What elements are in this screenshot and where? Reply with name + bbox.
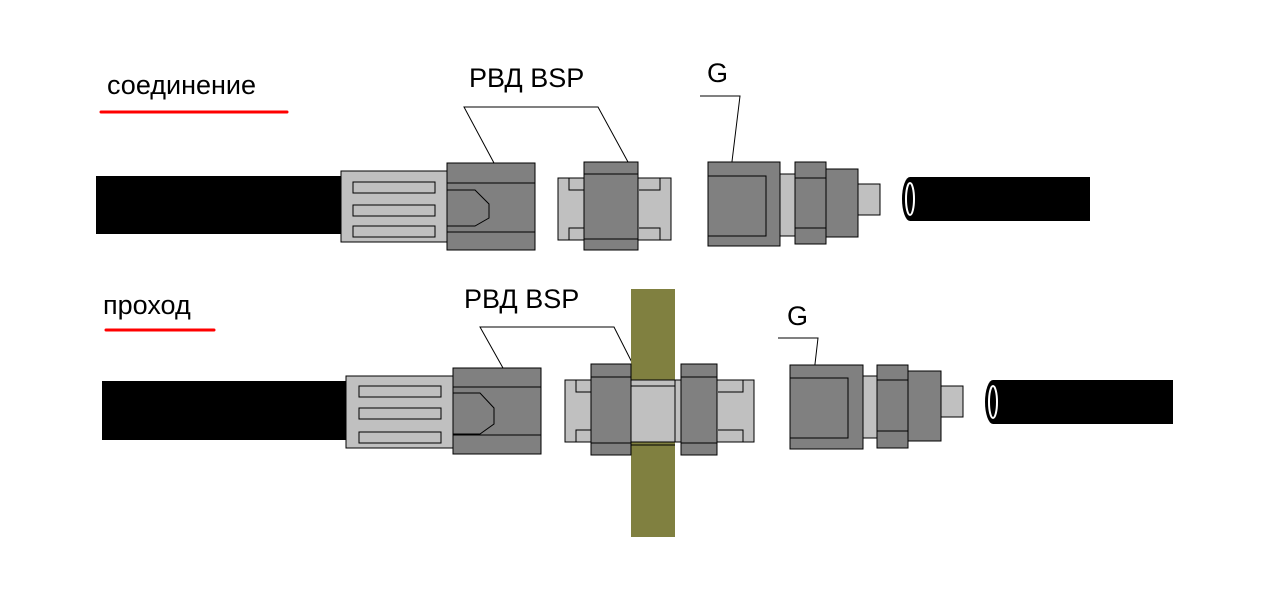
row2-g-label: G — [787, 301, 808, 331]
row1-g-leader — [700, 95, 741, 187]
row1-g-fitting — [707, 161, 881, 247]
row1-bsp-adapter — [557, 161, 672, 251]
row2-bsp-nut — [452, 367, 542, 455]
row2-title: проход — [103, 290, 191, 320]
row1-title: соединение — [107, 70, 256, 100]
row2-right-tube — [985, 380, 1173, 424]
row1-crimp-sleeve — [340, 170, 448, 243]
row2-left-hose — [102, 381, 350, 440]
row1-bsp-label: РВД BSP — [469, 63, 584, 93]
row2-bsp-label: РВД BSP — [464, 284, 579, 314]
row1-left-hose — [96, 176, 346, 234]
row1-bsp-leader — [463, 106, 629, 164]
row2-bulkhead-adapter — [564, 289, 755, 537]
row1-bsp-nut — [446, 162, 536, 251]
row2-g-fitting — [789, 364, 964, 450]
row1-right-tube — [902, 177, 1090, 221]
row-passthrough: проход РВД BSP G — [102, 284, 1173, 537]
row1-g-label: G — [707, 58, 728, 88]
row2-crimp-sleeve — [345, 375, 454, 449]
row-connection: соединение РВД BSP G — [96, 58, 1090, 251]
